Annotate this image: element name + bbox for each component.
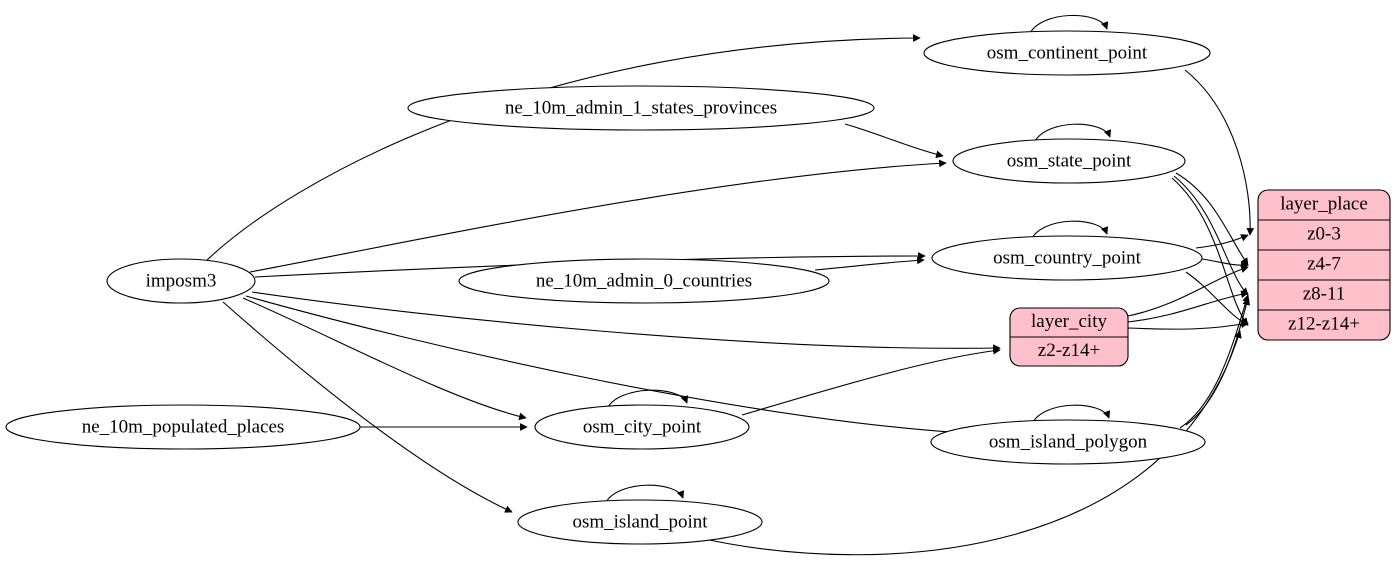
record-node-layer_city[interactable]: layer_city z2-z14+ <box>1009 307 1129 367</box>
edge-islandpoly-z8b <box>1185 297 1251 426</box>
edge-islandpt-z12 <box>699 330 1242 556</box>
node-ne_10m_populated_places[interactable]: ne_10m_populated_places <box>5 404 361 450</box>
node-imposm3[interactable]: imposm3 <box>106 258 256 304</box>
record-row-label: z0-3 <box>1307 223 1341 244</box>
node-osm_country_point[interactable]: osm_country_point <box>931 235 1203 281</box>
edge-imposm3-layercity <box>251 291 1001 352</box>
edge-layer <box>204 14 1255 556</box>
selfloop-continent <box>1028 14 1109 36</box>
edge-imposm3-islandpt <box>222 301 513 513</box>
record-row-label: z4-7 <box>1307 253 1341 274</box>
edge-city-layercity <box>741 346 1001 416</box>
node-label: osm_country_point <box>993 247 1141 268</box>
node-osm_city_point[interactable]: osm_city_point <box>534 404 750 450</box>
node-shape <box>923 30 1211 76</box>
selfloop-city <box>606 389 689 410</box>
record-row-label: z8-11 <box>1303 283 1346 304</box>
node-label: ne_10m_admin_0_countries <box>536 270 752 291</box>
node-shape <box>931 235 1203 281</box>
edge-state-z4 <box>1175 172 1249 266</box>
node-shape <box>106 258 256 304</box>
node-shape <box>517 499 763 545</box>
node-osm_island_point[interactable]: osm_island_point <box>517 499 763 545</box>
node-label: osm_continent_point <box>987 42 1148 63</box>
edge-countries-countrypoint <box>814 256 925 271</box>
edge-country-z0 <box>1195 234 1249 249</box>
node-label: ne_10m_populated_places <box>82 416 285 437</box>
selfloop-islandpoly <box>1031 404 1111 425</box>
selfloop-islandpt <box>604 484 685 505</box>
edge-country-z4 <box>1201 258 1249 270</box>
record-row-label: z2-z14+ <box>1038 340 1100 361</box>
record-body <box>1257 189 1391 341</box>
node-shape <box>5 404 361 450</box>
edge-layercity-z4 <box>1127 265 1249 317</box>
record-row-label: layer_place <box>1280 193 1368 214</box>
edge-imposm3-continent <box>204 34 921 263</box>
edge-continent-z0 <box>1184 69 1255 236</box>
record-row-label: z12-z14+ <box>1288 313 1360 334</box>
selfloop-state <box>1033 123 1112 144</box>
edge-islandpoly-z8 <box>1179 294 1250 429</box>
edge-imposm3-islandpoly <box>245 295 1001 439</box>
node-shape <box>952 138 1186 184</box>
node-osm_state_point[interactable]: osm_state_point <box>952 138 1186 184</box>
node-label: osm_city_point <box>583 416 702 437</box>
record-node-layer_place[interactable]: layer_place z0-3 z4-7 z8-11 z12-z14+ <box>1257 189 1391 341</box>
node-label: osm_state_point <box>1007 150 1132 171</box>
edge-imposm3-state <box>249 159 947 273</box>
node-label: osm_island_point <box>572 511 708 532</box>
node-layer: layer_place z0-3 z4-7 z8-11 z12-z14+ layer_ci… <box>5 30 1391 545</box>
edge-state-z8 <box>1173 175 1249 296</box>
selfloop-country <box>1030 220 1109 241</box>
node-label: ne_10m_admin_1_states_provinces <box>505 97 777 118</box>
record-row-label: layer_city <box>1031 311 1107 332</box>
node-ne_10m_admin_0_countries[interactable]: ne_10m_admin_0_countries <box>458 258 830 304</box>
node-shape <box>930 419 1206 465</box>
edge-layercity-z8 <box>1127 290 1249 323</box>
node-shape <box>407 85 875 131</box>
node-shape <box>534 404 750 450</box>
node-label: osm_island_polygon <box>989 431 1148 452</box>
node-osm_island_polygon[interactable]: osm_island_polygon <box>930 419 1206 465</box>
edge-state-z12 <box>1171 177 1249 326</box>
node-label: imposm3 <box>146 270 217 291</box>
edge-states-statepoint <box>844 123 944 159</box>
edge-imposm3-city <box>242 297 527 421</box>
node-ne_10m_admin_1_states_provinces[interactable]: ne_10m_admin_1_states_provinces <box>407 85 875 131</box>
node-osm_continent_point[interactable]: osm_continent_point <box>923 30 1211 76</box>
edge-layercity-z12 <box>1127 320 1249 330</box>
node-shape <box>458 258 830 304</box>
